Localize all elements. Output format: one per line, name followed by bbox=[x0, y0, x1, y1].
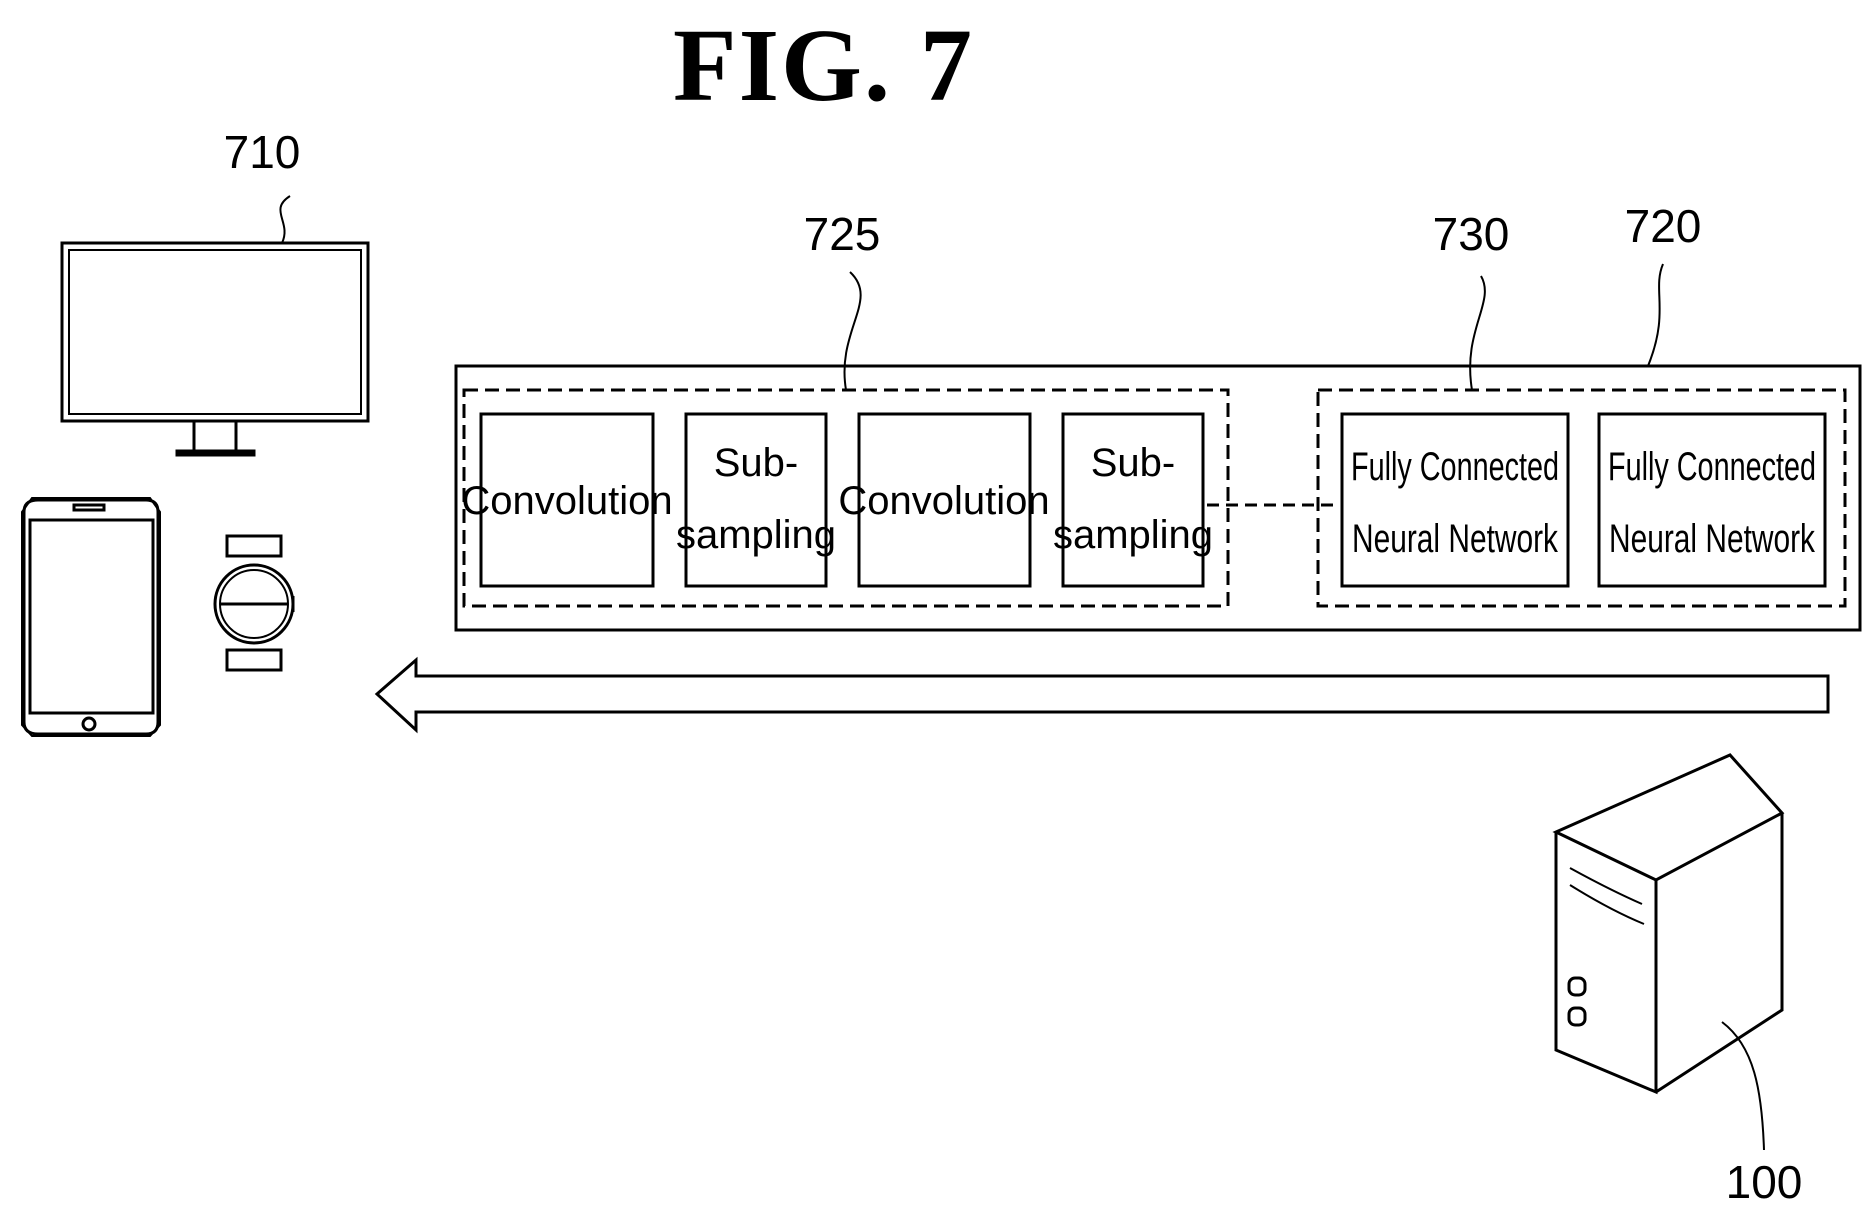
leader-line-100 bbox=[1722, 1022, 1764, 1150]
fc-block-label: Neural Network bbox=[1609, 517, 1816, 561]
ref-label-730: 730 bbox=[1433, 208, 1510, 260]
fc-block-label: Fully Connected bbox=[1351, 445, 1559, 489]
leader-line-720 bbox=[1648, 264, 1663, 366]
classifier-group bbox=[1318, 390, 1845, 606]
feature-block-label: Sub- bbox=[714, 441, 799, 485]
leader-line-710 bbox=[280, 196, 290, 243]
ref-label-725: 725 bbox=[804, 208, 881, 260]
fc-block-label: Fully Connected bbox=[1608, 445, 1816, 489]
feature-block-label: sampling bbox=[1053, 513, 1213, 557]
ref-label-720: 720 bbox=[1625, 200, 1702, 252]
leader-line-725 bbox=[844, 272, 860, 390]
smartwatch-icon bbox=[215, 536, 293, 670]
server-icon bbox=[1556, 755, 1782, 1092]
fc-block-label: Neural Network bbox=[1352, 517, 1559, 561]
feature-block-label: Convolution bbox=[461, 479, 672, 523]
smartphone-icon bbox=[22, 498, 160, 736]
ref-label-100: 100 bbox=[1726, 1156, 1803, 1208]
monitor-icon bbox=[62, 243, 368, 455]
feature-block-box bbox=[686, 414, 826, 586]
feature-block-label: Convolution bbox=[838, 479, 1049, 523]
feature-block-box bbox=[1063, 414, 1203, 586]
leader-line-730 bbox=[1470, 276, 1485, 390]
feature-block-label: sampling bbox=[676, 513, 836, 557]
ref-label-710: 710 bbox=[224, 126, 301, 178]
feature-block-label: Sub- bbox=[1091, 441, 1176, 485]
transfer-arrow bbox=[377, 660, 1828, 730]
